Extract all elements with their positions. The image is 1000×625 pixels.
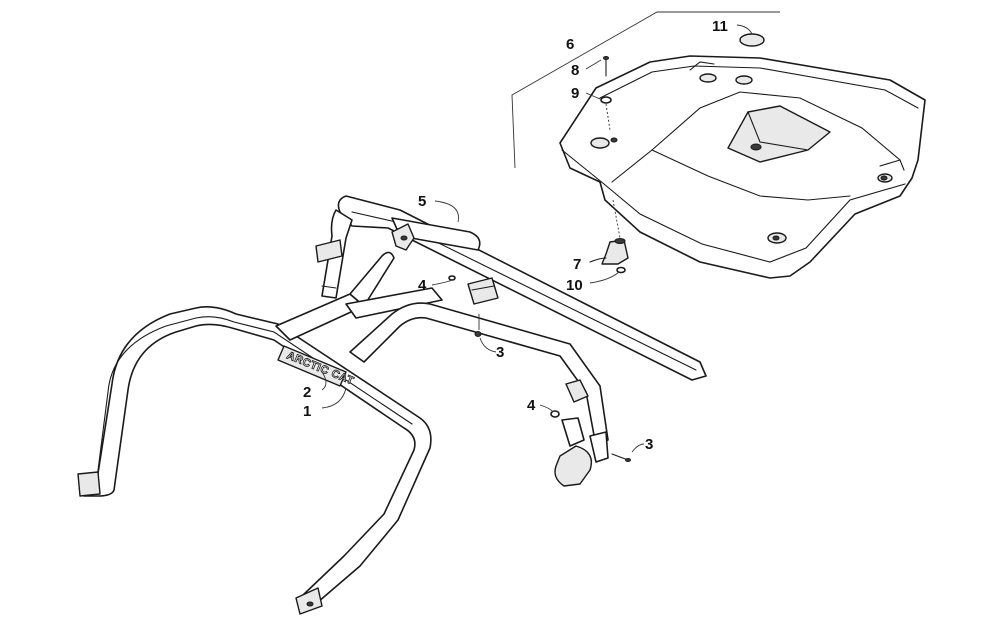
callout-label: 5 [418, 193, 426, 210]
callout-label: 8 [571, 62, 579, 79]
callout-label: 9 [571, 85, 579, 102]
front-hoop: ARCTIC CAT [77, 306, 432, 615]
callout-label: 3 [496, 344, 504, 361]
callout-label: 2 [303, 384, 311, 401]
plug-cap [736, 24, 765, 47]
callout-label: 4 [418, 277, 427, 294]
rear-cross-tube [315, 195, 707, 381]
screw-and-washer [585, 56, 612, 131]
upper-clamp [391, 223, 415, 251]
callout-label: 4 [527, 397, 536, 414]
callout-1-leader [321, 387, 347, 409]
callout-label: 3 [645, 436, 653, 453]
callout-labels: 1 2 3 3 4 4 5 6 7 8 9 10 11 [303, 18, 728, 453]
lower-bracket [539, 404, 645, 487]
roof-panel [511, 11, 926, 279]
callout-label: 7 [573, 256, 581, 273]
inner-cross-tubes [275, 251, 609, 463]
mid-clamp [431, 275, 499, 353]
callout-label: 1 [303, 403, 311, 420]
callout-6-bracket [511, 11, 780, 169]
grommet-bracket [589, 199, 629, 284]
callout-2-leader [321, 371, 327, 391]
callout-label: 11 [712, 18, 728, 35]
callout-label: 10 [566, 277, 583, 294]
callout-label: 6 [566, 36, 574, 53]
